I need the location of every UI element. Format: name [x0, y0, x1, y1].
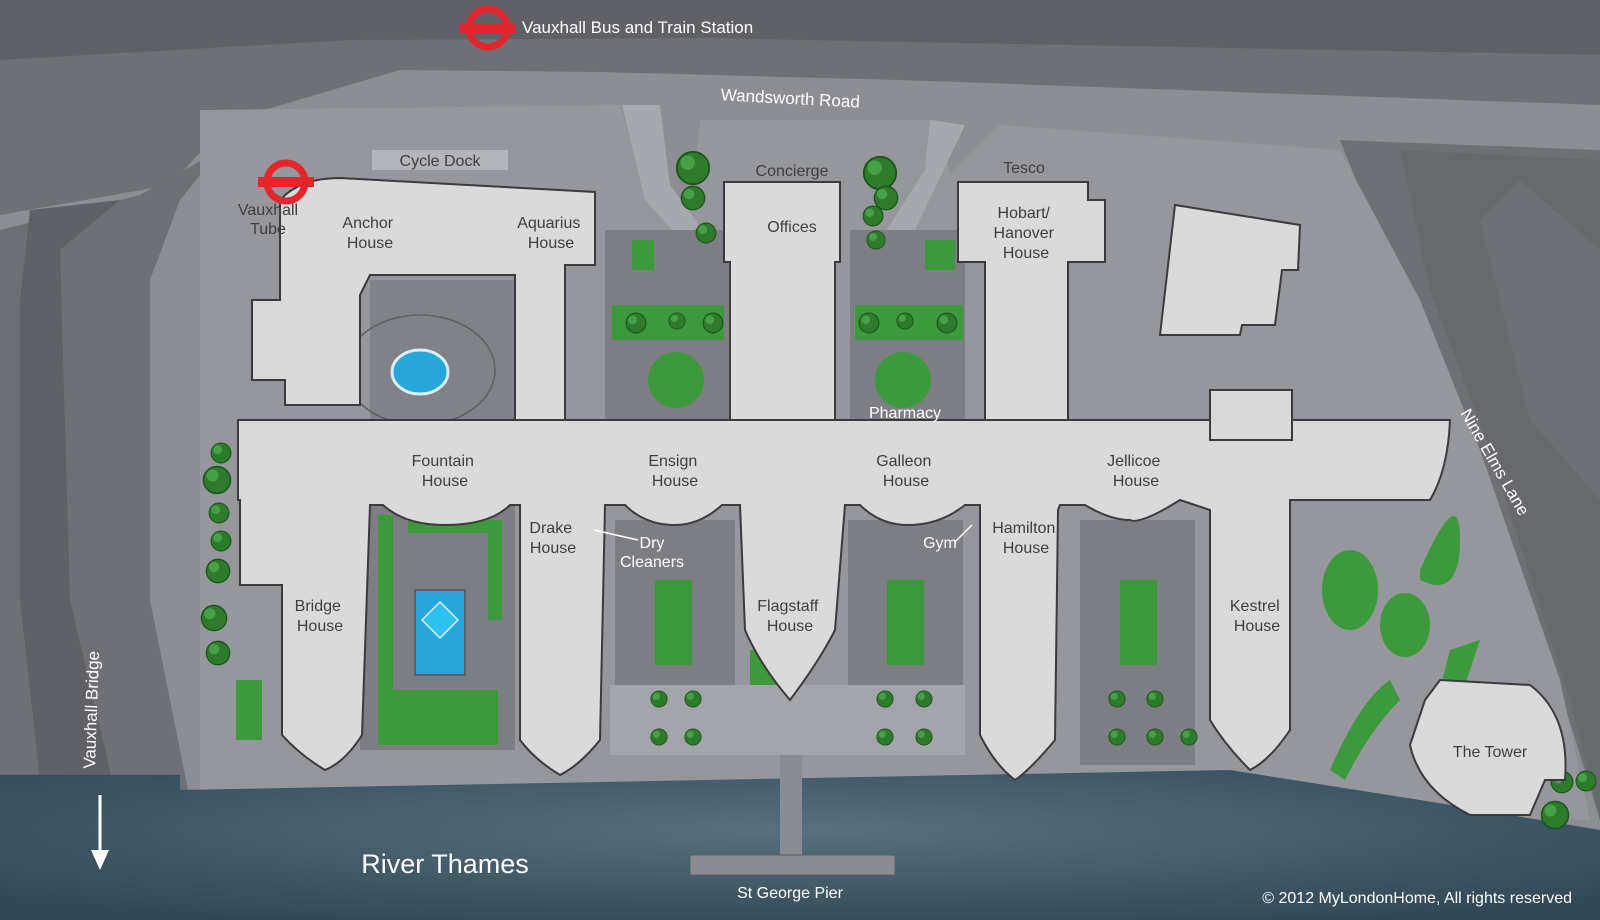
drake-house-label: Drake House [529, 520, 576, 557]
detached-block [1158, 203, 1302, 336]
upper-road-strip [0, 0, 1600, 60]
anchor-house-label: Anchor House [342, 215, 397, 252]
copyright-notice: © 2012 MyLondonHome, All rights reserved [1262, 890, 1572, 907]
vauxhall-bridge-road [20, 200, 120, 920]
vauxhall-bridge-label: Vauxhall Bridge [80, 651, 103, 769]
flagstaff-house-label: Flagstaff House [757, 598, 823, 635]
gym-pointer [954, 524, 973, 543]
offices-block [723, 181, 841, 421]
underground-roundel-icon [258, 159, 314, 205]
central-spine [237, 419, 1452, 782]
st-george-pier [689, 854, 896, 876]
jellicoe-house-label: Jellicoe House [1107, 453, 1165, 490]
tesco-label: Tesco [1003, 160, 1045, 177]
arrow-down-icon [91, 795, 109, 870]
pharmacy-label: Pharmacy [869, 405, 941, 422]
tube-label-1: Vauxhall [238, 202, 298, 219]
tube-label-2: Tube [250, 221, 286, 238]
gym-label: Gym [923, 535, 957, 552]
hobart-house-label: Hobart/ Hanover House [994, 205, 1059, 262]
courtyard-anchor [370, 280, 515, 425]
the-tower-building [1408, 678, 1567, 816]
underground-roundel-icon [460, 5, 516, 51]
access-road-right [880, 120, 965, 250]
galleon-house-label: Galleon House [876, 453, 936, 490]
ensign-house-label: Ensign House [648, 453, 701, 490]
river-thames-label: River Thames [361, 849, 529, 879]
pier-walkway [780, 750, 802, 860]
dry-cleaners-pointer [593, 529, 639, 541]
kestrel-house-label: Kestrel House [1230, 598, 1284, 635]
buildings [237, 176, 1567, 816]
access-road-left [622, 105, 710, 250]
bus-train-station-label: Vauxhall Bus and Train Station [522, 18, 753, 37]
nine-elms-road-inner [1400, 150, 1600, 820]
st-george-pier-label: St George Pier [737, 885, 844, 902]
dry-cleaners-label-2: Cleaners [620, 554, 684, 571]
bridge-house-label: Bridge House [295, 598, 346, 635]
cycle-dock-strip [372, 150, 508, 170]
kestrel-top [1209, 389, 1293, 441]
concierge-label: Concierge [756, 163, 829, 180]
hobart-block [957, 181, 1106, 421]
nine-elms-road [1340, 140, 1600, 820]
anchor-pool [390, 348, 450, 396]
dry-cleaners-label-1: Dry [640, 535, 665, 552]
offices-label: Offices [767, 219, 817, 236]
cycle-dock-label: Cycle Dock [400, 153, 482, 170]
hamilton-house-label: Hamilton House [992, 520, 1060, 557]
fountain-house-label: Fountain House [412, 453, 479, 490]
wandsworth-road [0, 0, 1600, 215]
the-tower-label: The Tower [1453, 744, 1528, 761]
fountain-pool-diamond [420, 600, 460, 640]
aquarius-house-label: Aquarius House [517, 215, 585, 252]
